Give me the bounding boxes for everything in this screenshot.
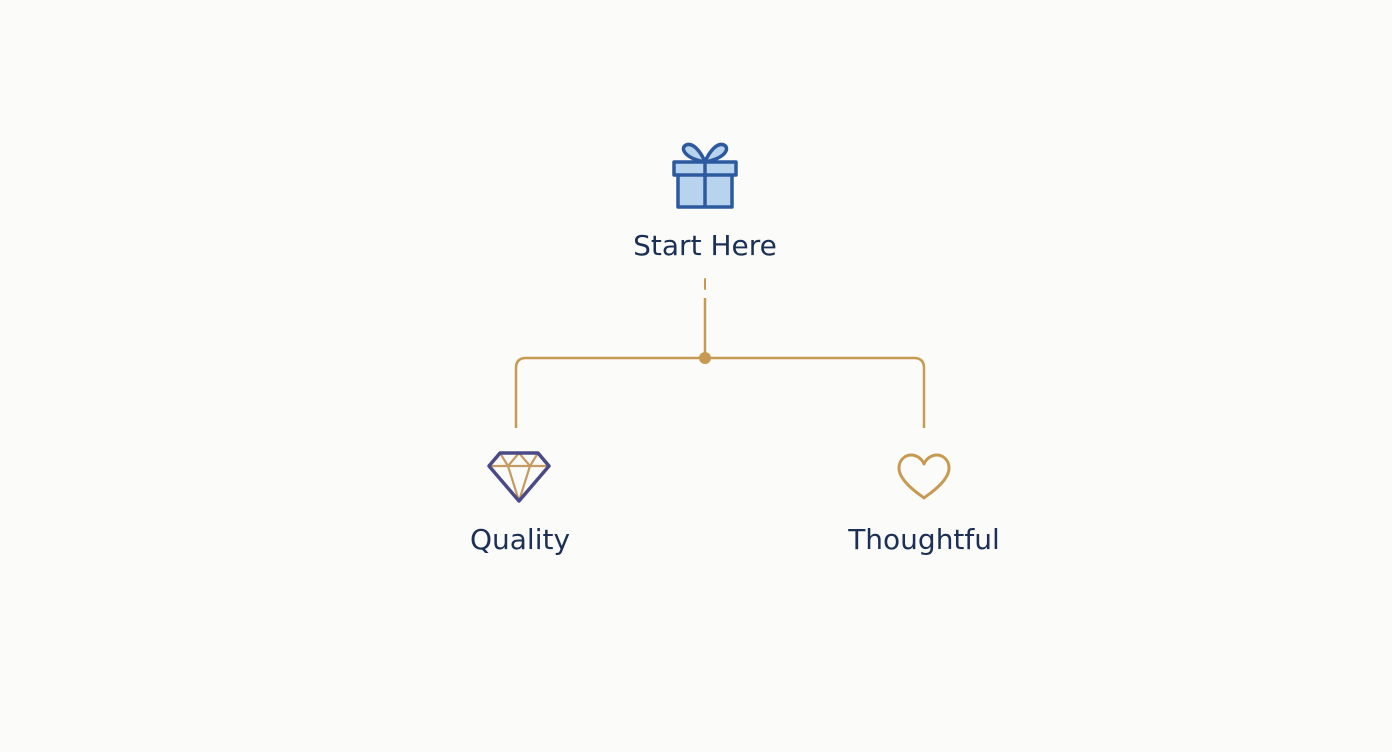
connector-junction-dot [699, 352, 711, 364]
diamond-icon [486, 450, 552, 504]
connector-branch-left [514, 356, 705, 428]
connector-branch-right [705, 356, 926, 428]
node-label-root: Start Here [633, 229, 777, 262]
node-label-left: Quality [469, 523, 571, 556]
gift-icon [671, 138, 739, 210]
node-label-right: Thoughtful [848, 523, 1000, 556]
heart-icon [895, 452, 953, 502]
